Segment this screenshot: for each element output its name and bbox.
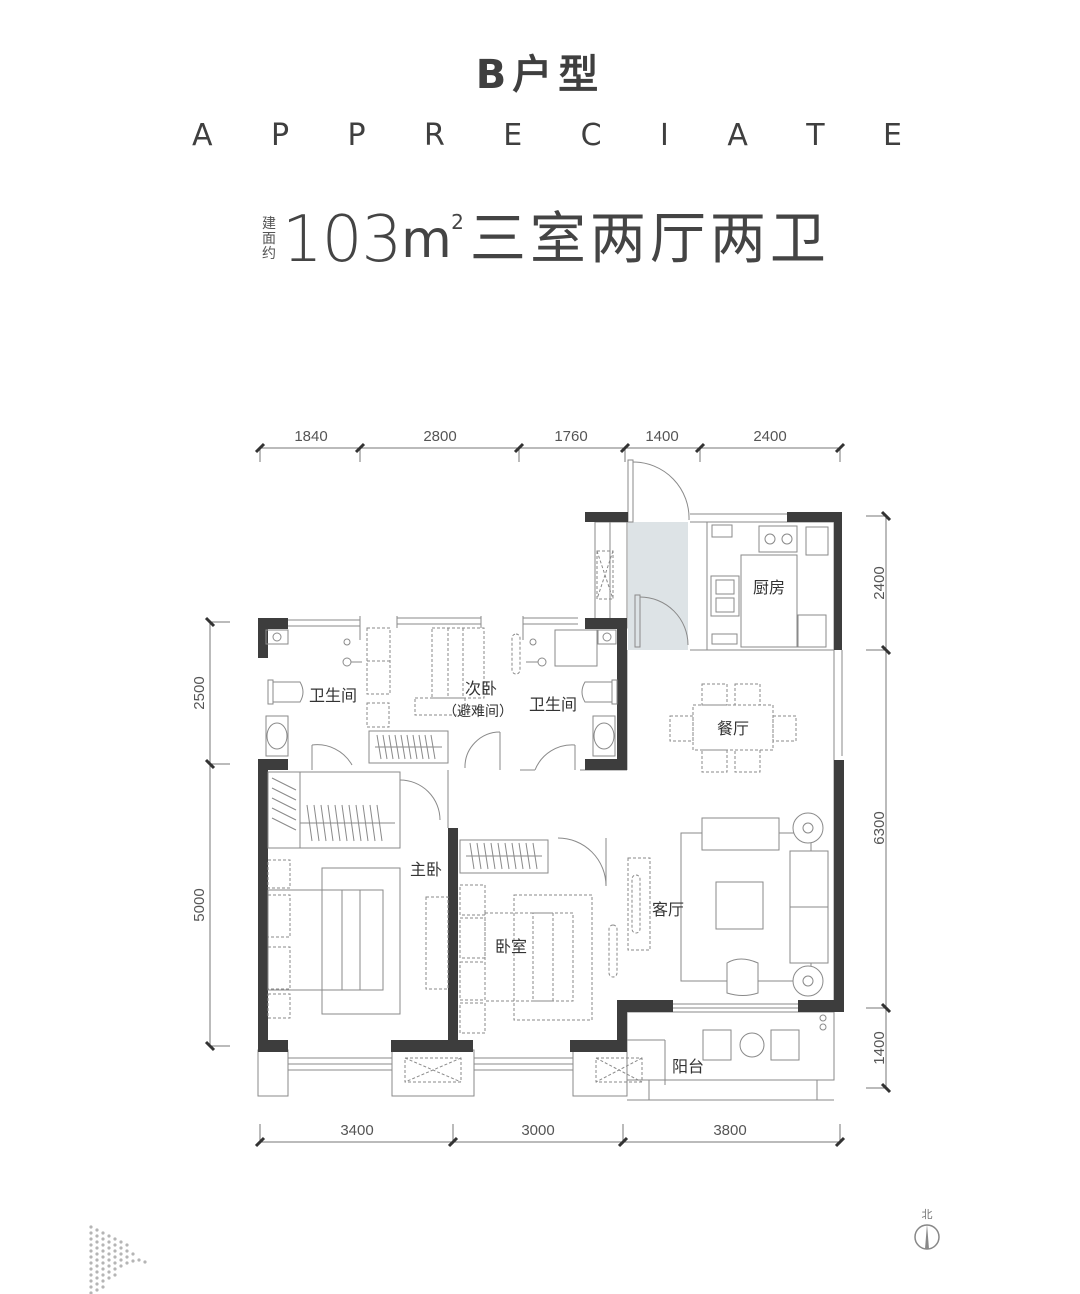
- area-unit-text: m: [401, 210, 452, 270]
- layout-description: 三室两厅两卫: [469, 207, 830, 272]
- subtitle-letter: P: [270, 118, 290, 153]
- area-value: 103: [282, 203, 402, 277]
- room-label-kitchen: 厨房: [753, 578, 785, 597]
- dimension-lines-right: [866, 515, 887, 1089]
- dim-left-1: 2500: [191, 676, 208, 709]
- room-label-master-bedroom: 主卧: [410, 860, 442, 879]
- dim-top-3: 1760: [554, 428, 587, 445]
- subtitle-appreciate: A P P R E C I A T E: [192, 118, 902, 153]
- subtitle-letter: E: [883, 118, 902, 153]
- entry-porch: [628, 522, 688, 650]
- dimension-lines-bottom: [259, 1124, 841, 1143]
- subtitle-letter: C: [580, 118, 602, 153]
- dimension-ticks-left: [204, 616, 216, 1052]
- dim-right-2: 6300: [871, 811, 888, 844]
- compass-north-label: 北: [922, 1208, 933, 1221]
- room-label-second-bedroom: 次卧: [465, 679, 497, 698]
- plan-outlines: [257, 513, 843, 1101]
- room-label-bath-left: 卫生间: [309, 686, 357, 705]
- furniture: [265, 524, 829, 1061]
- dim-right-3: 1400: [871, 1031, 888, 1064]
- room-label-living: 客厅: [652, 900, 684, 919]
- dim-top-1: 1840: [294, 428, 327, 445]
- dim-bottom-2: 3000: [521, 1122, 554, 1139]
- dim-top-5: 2400: [753, 428, 786, 445]
- subtitle-letter: E: [503, 118, 523, 153]
- room-label-bath-right: 卫生间: [529, 695, 577, 714]
- subtitle-letter: A: [727, 118, 748, 153]
- dim-left-2: 5000: [191, 888, 208, 921]
- area-prefix-char: 约: [262, 246, 276, 262]
- dim-top-4: 1400: [645, 428, 678, 445]
- decorative-dot-triangle: [89, 1225, 147, 1294]
- dimension-ticks-right: [880, 510, 892, 1094]
- dim-bottom-3: 3800: [713, 1122, 746, 1139]
- dim-bottom-1: 3400: [340, 1122, 373, 1139]
- entry-door: [596, 459, 690, 648]
- room-label-balcony: 阳台: [672, 1057, 704, 1076]
- dimension-lines-top: [259, 447, 841, 462]
- room-label-dining: 餐厅: [717, 719, 749, 738]
- dim-top-2: 2800: [423, 428, 456, 445]
- area-unit-sup: 2: [451, 210, 464, 234]
- subtitle-letter: R: [423, 118, 445, 153]
- area-prefix-char: 建: [262, 216, 276, 232]
- unit-type-title: B户型: [475, 52, 605, 98]
- dimension-lines-left: [209, 621, 230, 1047]
- dimension-ticks-top: [254, 442, 846, 454]
- subtitle-letter: A: [192, 118, 213, 153]
- room-label-bedroom: 卧室: [495, 937, 527, 956]
- subtitle-letter: P: [347, 118, 366, 153]
- subtitle-letter: T: [806, 118, 825, 153]
- area-prefix-char: 面: [262, 231, 276, 247]
- compass: 北: [914, 1208, 940, 1250]
- dimension-ticks-bottom: [254, 1136, 846, 1148]
- dim-right-1: 2400: [871, 566, 888, 599]
- structural-walls: [258, 512, 844, 1052]
- subtitle-letter: I: [660, 118, 669, 153]
- area-prefix: 建 面 约: [262, 217, 276, 262]
- room-label-second-bedroom-note: （避难间）: [443, 704, 513, 720]
